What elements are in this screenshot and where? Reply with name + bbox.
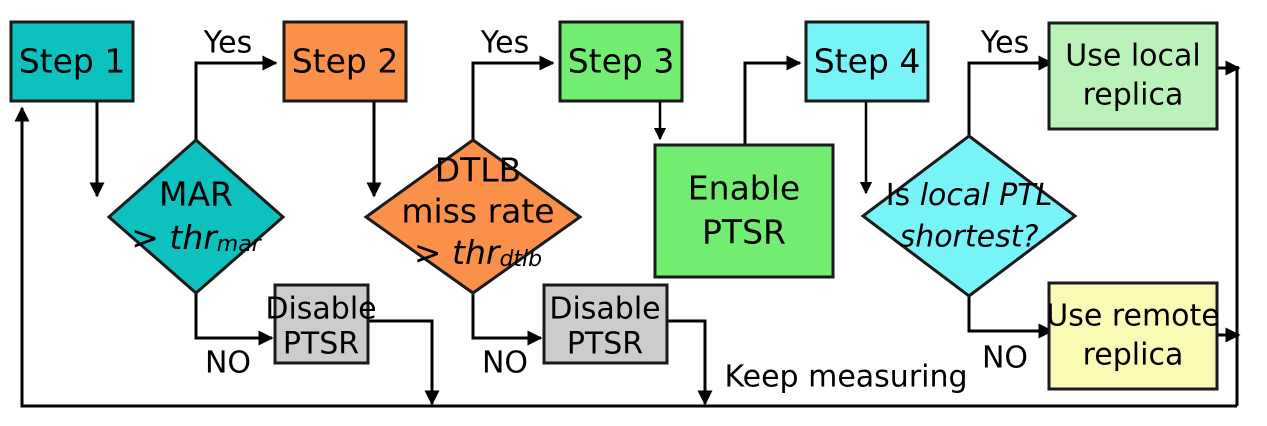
node-enable-ptsr-line1: Enable: [688, 169, 800, 208]
node-mar-decision-line2: > thrmar: [131, 218, 262, 258]
node-disable-ptsr-1[interactable]: [273, 283, 370, 365]
edge-label-yes-mar: Yes: [203, 26, 252, 61]
edge-dtlb-yes-to-step3: [471, 55, 555, 140]
edge-dtlb-no-to-disable2: [471, 293, 543, 346]
edge-enable-ptsr-to-step4: [743, 55, 802, 145]
node-use-remote-replica-line2: replica: [1083, 338, 1184, 373]
node-step1-label: Step 1: [19, 42, 126, 81]
dtlb-var: thr: [452, 233, 502, 272]
node-dtlb-decision[interactable]: [363, 138, 583, 295]
mar-sub: mar: [217, 232, 263, 257]
mar-var: thr: [169, 218, 219, 257]
node-step2[interactable]: [282, 20, 408, 103]
edge-label-no-ptl: NO: [982, 341, 1028, 376]
node-disable-ptsr-2[interactable]: [542, 283, 669, 365]
node-enable-ptsr[interactable]: [653, 143, 835, 279]
node-disable-ptsr-2-line1: Disable: [549, 292, 660, 327]
edge-label-keep-measuring: Keep measuring: [724, 360, 967, 395]
ptl-ital: local PTL: [920, 178, 1053, 213]
ptl-plain: Is: [886, 178, 920, 213]
node-ptl-decision[interactable]: [860, 134, 1078, 298]
node-step3-label: Step 3: [568, 42, 675, 81]
dtlb-op: >: [414, 233, 452, 272]
edge-mar-yes-to-step2: [194, 55, 278, 140]
node-ptl-decision-line1: Is local PTL: [886, 178, 1053, 213]
node-mar-decision[interactable]: [106, 137, 286, 295]
edge-mar-no-to-disable1: [194, 293, 274, 346]
node-disable-ptsr-2-line2: PTSR: [567, 327, 643, 362]
edge-ptl-no-to-remote: [967, 296, 1054, 339]
node-use-local-replica[interactable]: [1047, 21, 1219, 131]
edge-label-yes-dtlb: Yes: [480, 26, 529, 61]
dtlb-sub: dtlb: [499, 247, 542, 272]
node-disable-ptsr-1-line2: PTSR: [283, 327, 359, 362]
node-step2-label: Step 2: [292, 42, 399, 81]
mar-op: >: [131, 218, 169, 257]
edge-disable2-to-bus: [667, 319, 713, 406]
node-step1[interactable]: [9, 20, 135, 103]
node-mar-decision-line1: MAR: [159, 175, 233, 214]
edge-label-no-dtlb: NO: [482, 346, 528, 381]
edge-disable1-to-bus: [368, 319, 440, 406]
node-dtlb-decision-line1: DTLB: [435, 151, 522, 190]
node-use-local-replica-line2: replica: [1083, 78, 1184, 113]
node-step4[interactable]: [804, 20, 930, 103]
edge-label-yes-ptl: Yes: [980, 26, 1029, 61]
node-step3[interactable]: [558, 20, 684, 103]
node-step4-label: Step 4: [814, 42, 921, 81]
node-use-remote-replica[interactable]: [1047, 281, 1219, 391]
node-dtlb-decision-line3: > thrdtlb: [414, 233, 542, 273]
edge-label-no-mar: NO: [205, 346, 251, 381]
edge-ptl-yes-to-local: [967, 55, 1054, 136]
node-dtlb-decision-line2: miss rate: [401, 192, 554, 231]
node-use-remote-replica-line1: Use remote: [1046, 299, 1220, 334]
node-enable-ptsr-line2: PTSR: [702, 213, 786, 252]
node-use-local-replica-line1: Use local: [1065, 39, 1200, 74]
node-disable-ptsr-1-line1: Disable: [265, 292, 376, 327]
node-ptl-decision-line2: shortest?: [900, 220, 1039, 255]
edge-feedback-bus-to-step1: [14, 106, 1237, 408]
